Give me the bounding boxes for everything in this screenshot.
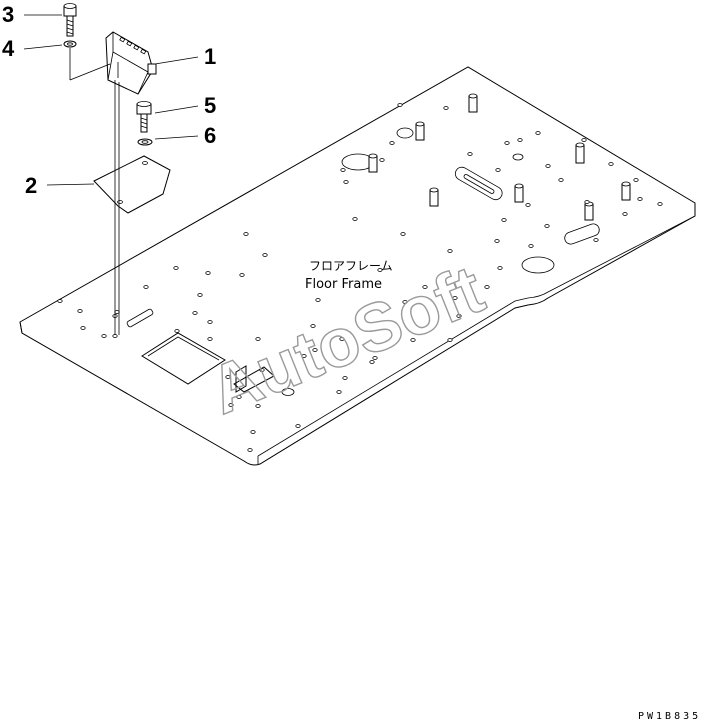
mounting-hole [495,168,501,172]
mounting-hole [389,141,395,145]
mounting-hole [501,218,507,222]
mounting-hole [637,197,643,201]
mounting-hole [207,337,213,341]
mounting-hole [657,202,663,206]
mounting-hole [593,238,599,242]
mounting-hole [340,168,346,172]
plate-slots [126,127,600,396]
mounting-hole [192,311,198,315]
mounting-hole [243,232,249,236]
mounting-hole [379,158,385,162]
mounting-hole [236,395,242,399]
mounting-hole [262,253,268,257]
part-5-bolt [136,101,152,133]
mounting-hole [336,390,342,394]
floor-frame-label-en: Floor Frame [305,277,382,292]
mounting-hole [558,178,564,182]
mounting-hole [504,141,510,145]
mounting-hole [443,106,449,110]
part-6-washer [137,138,153,146]
callout-6: 6 [204,123,216,148]
mounting-hole [197,293,203,297]
callout-4: 4 [2,36,15,61]
mounting-hole [101,334,107,338]
mounting-hole [497,266,503,270]
mounting-hole [255,337,261,341]
mounting-hole [447,249,453,253]
mounting-hole [174,329,180,333]
mounting-hole [77,309,83,313]
leader-lines [23,14,199,335]
callout-5: 5 [204,93,216,118]
mounting-hole [525,203,531,207]
mounting-hole [622,212,628,216]
mounting-hole [528,244,534,248]
mounting-hole [452,296,458,300]
mounting-hole [422,285,428,289]
mounting-hole [517,138,523,142]
floor-frame-label-jp: フロアフレーム [309,259,393,273]
mounting-hole [225,375,231,379]
square-cutout [141,332,226,385]
mounting-hole [584,200,590,204]
mounting-hole [228,403,234,407]
mounting-hole [80,326,86,330]
part-3-bolt [63,3,77,37]
mounting-hole [259,368,265,372]
mounting-hole [372,356,378,360]
drawing-code: PW1B835 [638,711,701,722]
mounting-hole [207,320,213,324]
callout-2: 2 [25,173,37,198]
mounting-hole [369,360,375,364]
mounting-hole [342,376,348,380]
part-2-cover-plate [93,155,171,214]
mounting-hole [352,217,358,221]
mounting-hole [544,224,550,228]
mounting-hole [535,131,541,135]
callout-3: 3 [2,2,14,27]
floor-frame-plate [19,66,696,466]
mounting-hole [494,239,500,243]
mounting-hole [255,404,261,408]
mounting-hole [310,324,316,328]
mounting-hole [402,300,408,304]
callout-1: 1 [204,44,216,69]
mounting-hole [343,180,349,184]
mounting-hole [633,178,639,182]
mounting-hole [173,266,179,270]
mounting-hole [400,232,406,236]
mounting-hole [295,424,301,428]
plate-holes [57,103,663,452]
mounting-hole [247,448,253,452]
mounting-hole [456,314,462,318]
mounting-hole [143,285,149,289]
mounting-hole [410,338,416,342]
mounting-hole [447,338,453,342]
mounting-hole [339,337,345,341]
part-1-bracket [105,31,157,95]
mounting-hole [377,268,383,272]
mounting-hole [484,285,490,289]
mounting-hole [467,152,473,156]
mounting-hole [545,164,551,168]
mounting-hole [397,103,403,107]
callout-numbers: 3 4 1 5 6 2 [2,2,216,198]
mounting-hole [315,298,321,302]
mounting-hole [239,273,245,277]
mounting-hole [608,162,614,166]
mounting-hole [205,271,211,275]
part-4-washer [63,40,77,48]
plate-studs [368,93,631,221]
mounting-hole [250,430,256,434]
mounting-hole [57,299,63,303]
mounting-hole [312,348,318,352]
mounting-hole [114,310,120,314]
mounting-hole [301,354,307,358]
mounting-hole [581,138,587,142]
